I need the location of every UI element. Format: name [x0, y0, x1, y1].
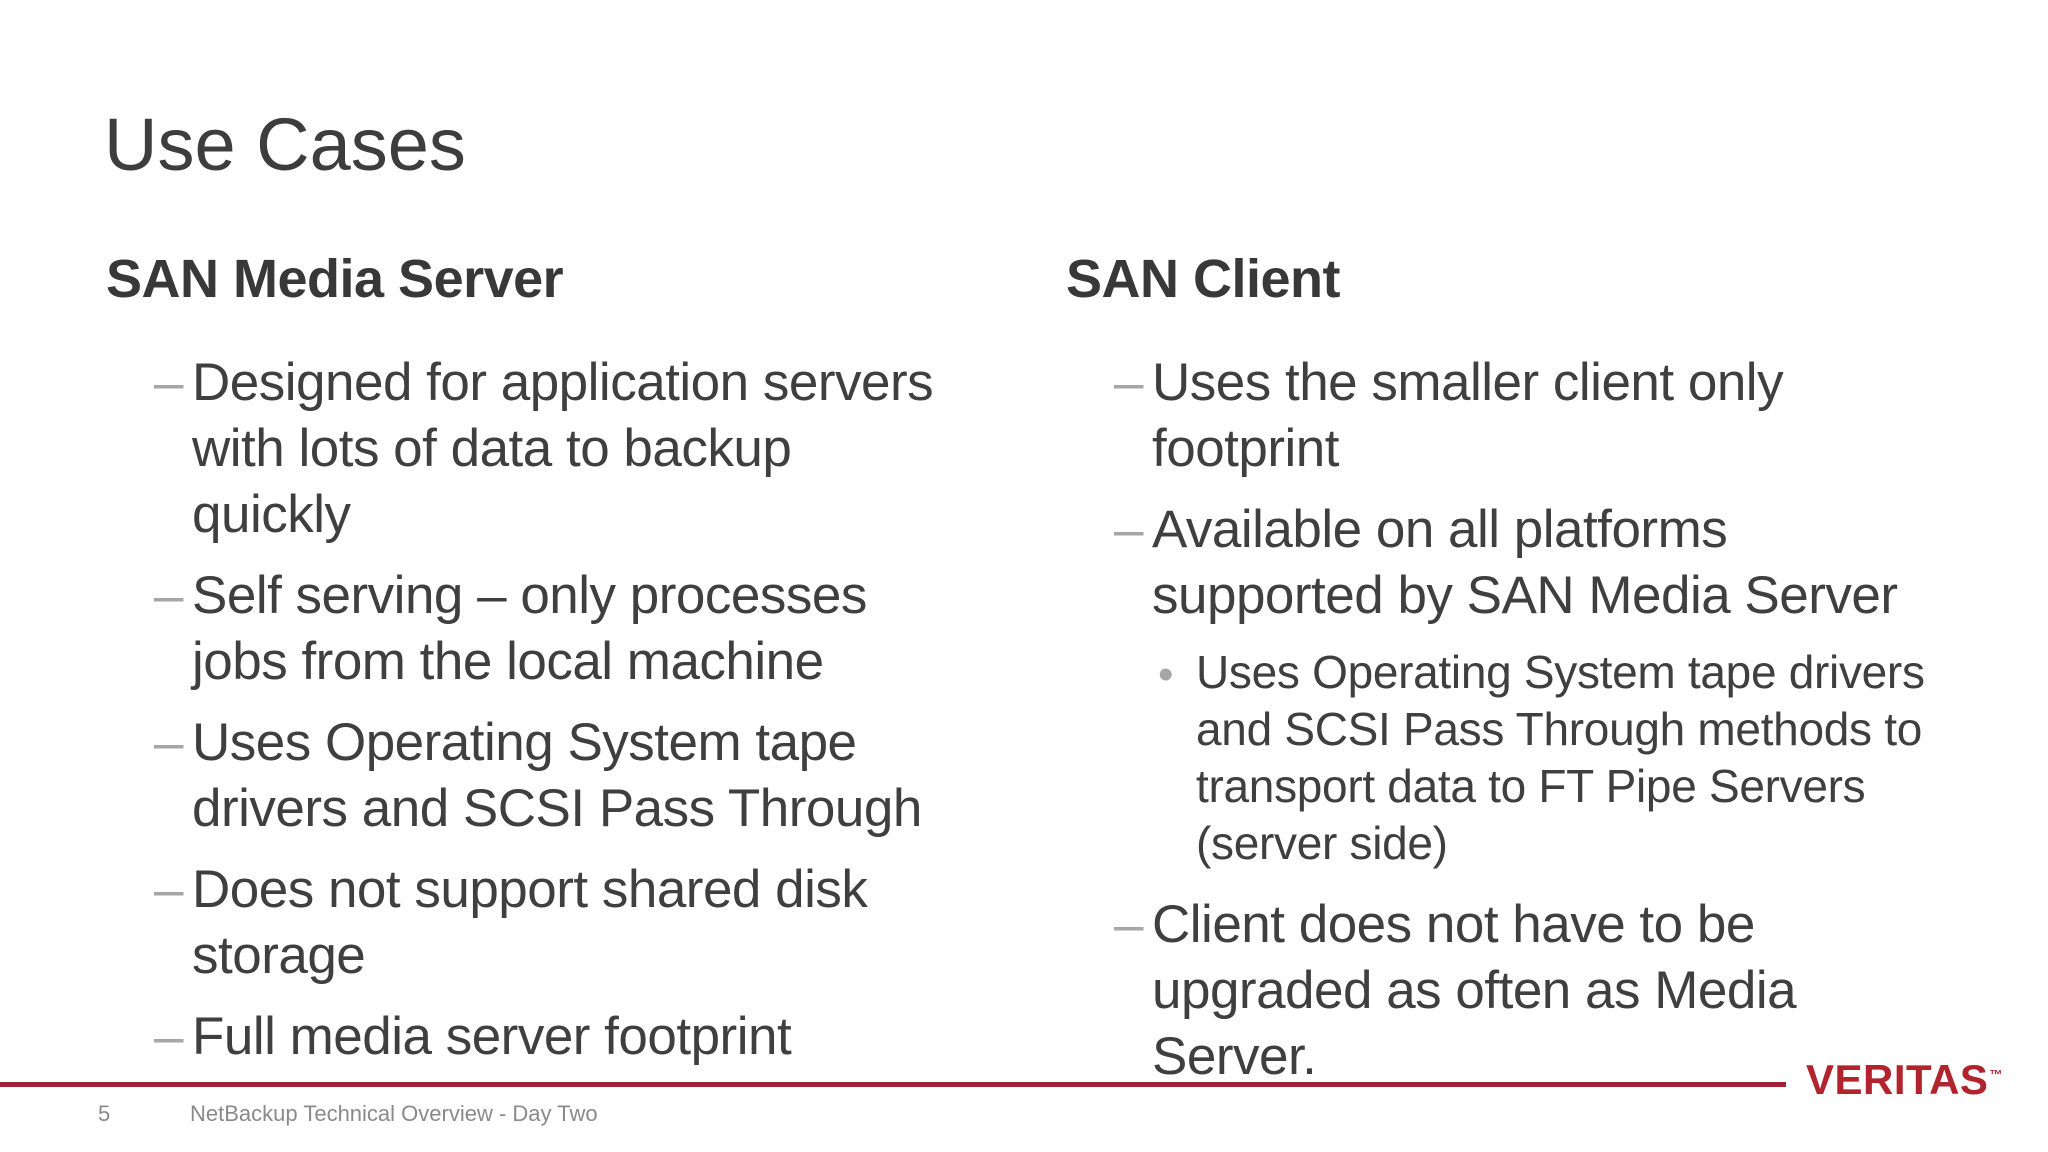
- bullet-line: –Self serving – only processes: [106, 563, 1086, 629]
- dash-marker-icon: –: [154, 860, 183, 919]
- bullet-line: supported by SAN Media Server: [1066, 563, 2046, 629]
- bullet-line: (server side): [1066, 815, 2046, 872]
- column-header: SAN Media Server: [106, 249, 564, 309]
- column-san-media-server: SAN Media Server –Designed for applicati…: [106, 246, 1086, 1085]
- bullet-line-text: drivers and SCSI Pass Through: [192, 779, 922, 838]
- dash-marker-icon: –: [1114, 353, 1143, 412]
- bullet-line-text: Available on all platforms: [1152, 500, 1728, 559]
- bullet-line: –Designed for application servers: [106, 350, 1086, 416]
- bullet-line: drivers and SCSI Pass Through: [106, 776, 1086, 842]
- bullet-line-text: Uses Operating System tape: [192, 713, 857, 772]
- column-san-client: SAN Client –Uses the smaller client only…: [1066, 246, 2046, 1105]
- bullet-line: with lots of data to backup: [106, 416, 1086, 482]
- bullet-line-text: Server.: [1152, 1027, 1317, 1086]
- veritas-wordmark: VERITAS: [1806, 1056, 1989, 1103]
- trademark-icon: ™: [1989, 1067, 2003, 1082]
- bullet-line-text: Designed for application servers: [192, 353, 934, 412]
- bullet-line-text: Self serving – only processes: [192, 566, 867, 625]
- bullet-line-text: Full media server footprint: [192, 1007, 792, 1066]
- dash-marker-icon: –: [154, 1007, 183, 1066]
- bullet-line: and SCSI Pass Through methods to: [1066, 701, 2046, 758]
- bullet-line-text: and SCSI Pass Through methods to: [1196, 703, 1922, 755]
- page-title: Use Cases: [104, 103, 466, 186]
- veritas-logo: VERITAS™: [1806, 1056, 2003, 1104]
- bullet-line-text: Uses Operating System tape drivers: [1196, 646, 1925, 698]
- bullet-line-text: storage: [192, 926, 366, 985]
- dash-marker-icon: –: [1114, 500, 1143, 559]
- bullet-line: storage: [106, 923, 1086, 989]
- dash-marker-icon: –: [154, 566, 183, 625]
- page-number: 5: [98, 1101, 111, 1126]
- dash-marker-icon: –: [1114, 895, 1143, 954]
- bullet-line: –Does not support shared disk: [106, 857, 1086, 923]
- footer-title-text: NetBackup Technical Overview - Day Two: [190, 1101, 598, 1126]
- dash-marker-icon: –: [154, 353, 183, 412]
- dash-marker-icon: –: [154, 713, 183, 772]
- bullet-line-text: Client does not have to be: [1152, 895, 1755, 954]
- bullet-line: –Available on all platforms: [1066, 497, 2046, 563]
- bullet-line-text: Does not support shared disk: [192, 860, 868, 919]
- bullet-line-text: (server side): [1196, 817, 1448, 869]
- bullet-line: • Uses Operating System tape drivers: [1066, 644, 2046, 701]
- bullet-line-text: transport data to FT Pipe Servers: [1196, 760, 1866, 812]
- bullet-line-text: Uses the smaller client only: [1152, 353, 1784, 412]
- footer-divider-line: [0, 1082, 1786, 1087]
- bullet-line: –Client does not have to be: [1066, 892, 2046, 958]
- bullet-line: –Uses the smaller client only: [1066, 350, 2046, 416]
- bullet-line-text: with lots of data to backup: [192, 419, 792, 478]
- bullet-line: jobs from the local machine: [106, 629, 1086, 695]
- bullet-line-text: footprint: [1152, 419, 1340, 478]
- bullet-line: Server.: [1066, 1024, 2046, 1090]
- bullet-line: upgraded as often as Media: [1066, 958, 2046, 1024]
- bullet-line-text: jobs from the local machine: [192, 632, 824, 691]
- bullet-line: –Uses Operating System tape: [106, 710, 1086, 776]
- column-header: SAN Client: [1066, 249, 1341, 309]
- bullet-line: transport data to FT Pipe Servers: [1066, 758, 2046, 815]
- bullet-line: footprint: [1066, 416, 2046, 482]
- dot-marker-icon: •: [1158, 650, 1174, 699]
- bullet-line: quickly: [106, 482, 1086, 548]
- bullet-line-text: supported by SAN Media Server: [1152, 566, 1898, 625]
- bullet-line-text: quickly: [192, 485, 351, 544]
- bullet-item: –Full media server footprint: [106, 1004, 1086, 1070]
- bullet-line-text: upgraded as often as Media: [1152, 961, 1797, 1020]
- bullet-line: –Full media server footprint: [106, 1004, 1086, 1070]
